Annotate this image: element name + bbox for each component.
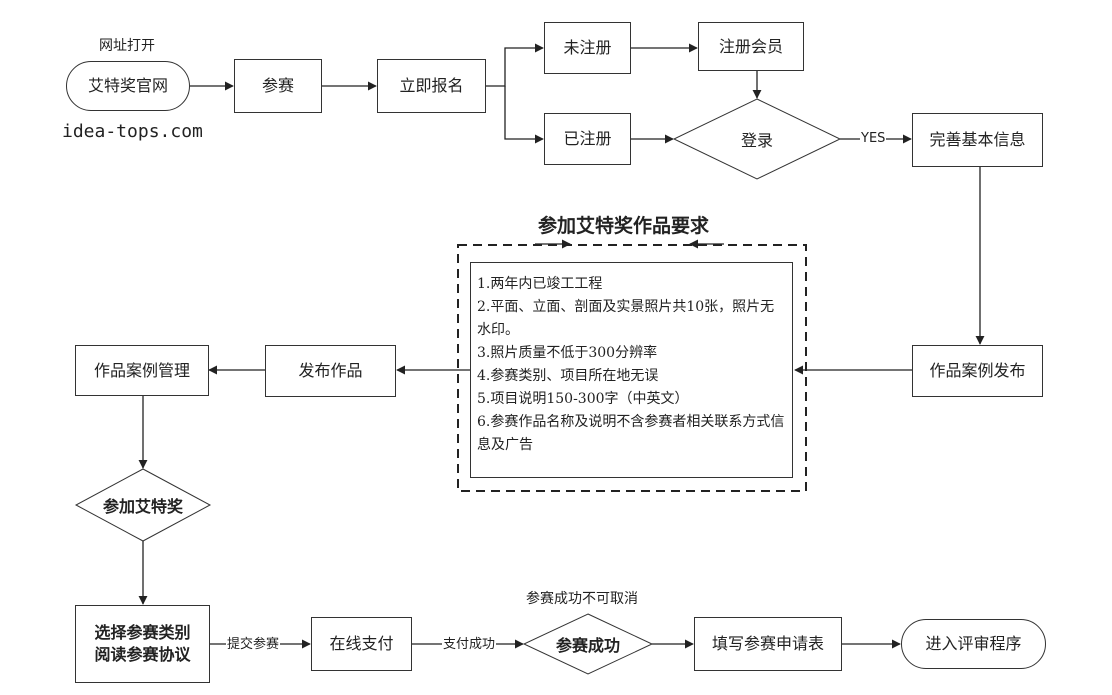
edge-label-yes: YES bbox=[860, 131, 887, 146]
arrow-signup-to-registered bbox=[504, 86, 544, 144]
publish-work-node: 发布作品 bbox=[265, 345, 396, 397]
requirement-item: 2.平面、立面、剖面及实景照片共10张，照片无水印。 bbox=[477, 299, 775, 338]
requirement-item: 4.参赛类别、项目所在地无误 bbox=[477, 368, 659, 384]
select-category-node: 选择参赛类别 阅读参赛协议 bbox=[75, 605, 210, 683]
select-category-line2: 阅读参赛协议 bbox=[94, 645, 191, 664]
requirements-title: 参加艾特奖作品要求 bbox=[538, 215, 710, 237]
select-category-line1: 选择参赛类别 bbox=[94, 623, 191, 643]
url-hint-label: 网址打开 bbox=[99, 38, 155, 54]
requirement-item: 1.两年内已竣工工程 bbox=[477, 276, 603, 292]
success-diamond bbox=[522, 613, 654, 675]
registered-node: 已注册 bbox=[544, 113, 631, 165]
pay-online-node: 在线支付 bbox=[311, 617, 412, 671]
enter-review-node: 进入评审程序 bbox=[901, 619, 1046, 669]
fill-form-node: 填写参赛申请表 bbox=[694, 617, 842, 671]
publish-case-node: 作品案例发布 bbox=[912, 345, 1043, 397]
requirement-item: 6.参赛作品名称及说明不含参赛者相关联系方式信息及广告 bbox=[477, 414, 785, 453]
arrow-signup-to-unregistered bbox=[486, 43, 544, 87]
url-label: idea-tops.com bbox=[62, 121, 203, 142]
join-award-label: 参加艾特奖 bbox=[102, 497, 183, 516]
signup-node: 立即报名 bbox=[377, 59, 486, 113]
join-node: 参赛 bbox=[234, 59, 322, 113]
complete-info-node: 完善基本信息 bbox=[912, 113, 1043, 167]
register-node: 注册会员 bbox=[698, 22, 804, 71]
requirement-item: 3.照片质量不低于300分辨率 bbox=[477, 345, 658, 361]
requirements-box: 1.两年内已竣工工程 2.平面、立面、剖面及实景照片共10张，照片无水印。 3.… bbox=[470, 262, 793, 478]
edge-label-submit: 提交参赛 bbox=[226, 637, 281, 652]
edge-label-paid: 支付成功 bbox=[442, 637, 497, 652]
cancel-note-label: 参赛成功不可取消 bbox=[526, 591, 638, 607]
requirement-item: 5.项目说明150-300字（中英文） bbox=[477, 391, 689, 407]
start-node: 艾特奖官网 bbox=[66, 61, 190, 111]
case-manage-node: 作品案例管理 bbox=[75, 345, 209, 396]
login-label: 登录 bbox=[740, 131, 773, 150]
requirements-dashed-frame bbox=[457, 244, 807, 492]
success-label: 参赛成功 bbox=[555, 636, 620, 655]
unregistered-node: 未注册 bbox=[544, 22, 631, 74]
login-diamond bbox=[672, 98, 842, 180]
